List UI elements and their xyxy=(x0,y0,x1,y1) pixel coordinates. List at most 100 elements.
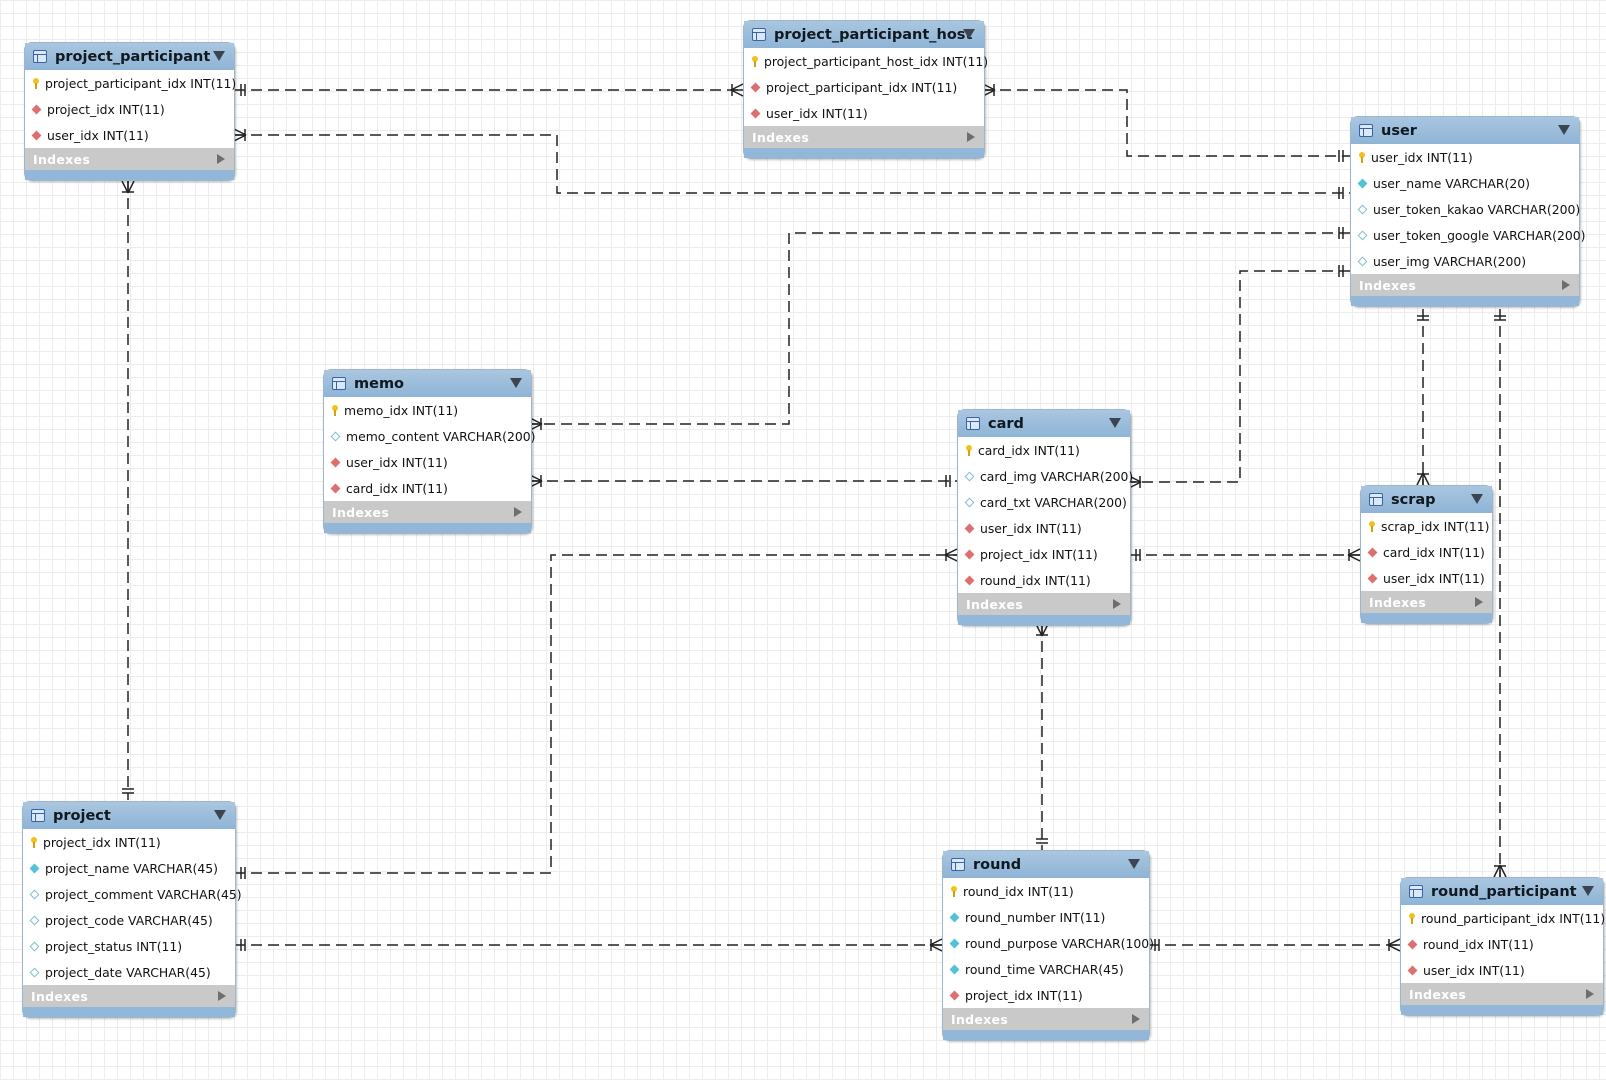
column-row[interactable]: round_time VARCHAR(45) xyxy=(943,956,1149,982)
column-row[interactable]: memo_content VARCHAR(200) xyxy=(324,423,535,449)
expand-arrow-icon[interactable] xyxy=(967,132,975,142)
column-row[interactable]: round_idx INT(11) xyxy=(1401,931,1603,957)
indexes-section[interactable]: Indexes xyxy=(744,126,984,148)
column-row[interactable]: round_number INT(11) xyxy=(943,904,1149,930)
collapse-triangle-icon[interactable] xyxy=(214,810,226,820)
collapse-triangle-icon[interactable] xyxy=(1471,494,1483,504)
column-row[interactable]: round_idx INT(11) xyxy=(958,567,1130,593)
column-row[interactable]: user_img VARCHAR(200) xyxy=(1351,248,1579,274)
column-row[interactable]: card_idx INT(11) xyxy=(958,437,1130,463)
relation-participant-user[interactable] xyxy=(234,134,1350,194)
crows-foot-marker xyxy=(1041,623,1049,637)
expand-arrow-icon[interactable] xyxy=(217,154,225,164)
column-label: scrap_idx INT(11) xyxy=(1381,518,1490,534)
column-row[interactable]: project_idx INT(11) xyxy=(25,96,234,122)
indexes-section[interactable]: Indexes xyxy=(943,1008,1149,1030)
table-header[interactable]: project_participant_host xyxy=(744,21,984,48)
collapse-triangle-icon[interactable] xyxy=(963,29,975,39)
column-row[interactable]: project_idx INT(11) xyxy=(943,982,1149,1008)
column-row[interactable]: project_participant_idx INT(11) xyxy=(744,74,984,100)
table-header[interactable]: round_participant xyxy=(1401,878,1603,905)
column-label: project_participant_idx INT(11) xyxy=(766,79,958,95)
collapse-triangle-icon[interactable] xyxy=(1128,859,1140,869)
indexes-section[interactable]: Indexes xyxy=(23,985,235,1007)
expand-arrow-icon[interactable] xyxy=(1113,599,1121,609)
column-row[interactable]: project_participant_host_idx INT(11) xyxy=(744,48,988,74)
table-header[interactable]: project_participant xyxy=(25,43,234,70)
column-row[interactable]: project_idx INT(11) xyxy=(23,829,235,855)
collapse-triangle-icon[interactable] xyxy=(213,51,225,61)
column-label: round_idx INT(11) xyxy=(1423,936,1534,952)
crows-foot-marker xyxy=(529,423,543,431)
column-row[interactable]: project_name VARCHAR(45) xyxy=(23,855,235,881)
indexes-section[interactable]: Indexes xyxy=(1351,274,1579,296)
crows-foot-marker xyxy=(1493,864,1501,878)
column-row[interactable]: user_idx INT(11) xyxy=(958,515,1130,541)
column-row[interactable]: user_token_kakao VARCHAR(200) xyxy=(1351,196,1580,222)
column-row[interactable]: round_idx INT(11) xyxy=(943,878,1149,904)
relation-host-user[interactable] xyxy=(983,89,1350,157)
column-row[interactable]: user_idx INT(11) xyxy=(744,100,984,126)
expand-arrow-icon[interactable] xyxy=(1132,1014,1140,1024)
table-header[interactable]: round xyxy=(943,851,1149,878)
expand-arrow-icon[interactable] xyxy=(218,991,226,1001)
table-scrap[interactable]: scrap scrap_idx INT(11) card_idx INT(11)us… xyxy=(1360,485,1493,624)
indexes-section[interactable]: Indexes xyxy=(958,593,1130,615)
collapse-triangle-icon[interactable] xyxy=(1109,418,1121,428)
collapse-triangle-icon[interactable] xyxy=(1582,886,1594,896)
column-row[interactable]: user_idx INT(11) xyxy=(1401,957,1603,983)
column-row[interactable]: card_img VARCHAR(200) xyxy=(958,463,1133,489)
expand-arrow-icon[interactable] xyxy=(1586,989,1594,999)
column-row[interactable]: card_idx INT(11) xyxy=(1361,539,1492,565)
column-row[interactable]: user_idx INT(11) xyxy=(25,122,234,148)
table-header[interactable]: scrap xyxy=(1361,486,1492,513)
table-header[interactable]: project xyxy=(23,802,235,829)
table-header[interactable]: user xyxy=(1351,117,1579,144)
table-header[interactable]: card xyxy=(958,410,1130,437)
relation-user-card[interactable] xyxy=(1129,270,1350,483)
relation-user-memo[interactable] xyxy=(530,232,1350,425)
column-label: user_idx INT(11) xyxy=(980,520,1082,536)
column-row[interactable]: scrap_idx INT(11) xyxy=(1361,513,1492,539)
column-row[interactable]: user_idx INT(11) xyxy=(324,449,531,475)
expand-arrow-icon[interactable] xyxy=(1562,280,1570,290)
indexes-section[interactable]: Indexes xyxy=(25,148,234,170)
column-row[interactable]: user_token_google VARCHAR(200) xyxy=(1351,222,1586,248)
expand-arrow-icon[interactable] xyxy=(514,507,522,517)
column-row[interactable]: project_date VARCHAR(45) xyxy=(23,959,235,985)
column-row[interactable]: user_idx INT(11) xyxy=(1361,565,1492,591)
collapse-triangle-icon[interactable] xyxy=(510,378,522,388)
column-row[interactable]: project_status INT(11) xyxy=(23,933,235,959)
column-row[interactable]: project_idx INT(11) xyxy=(958,541,1130,567)
column-row[interactable]: card_idx INT(11) xyxy=(324,475,531,501)
indexes-section[interactable]: Indexes xyxy=(1361,591,1492,613)
indexes-section[interactable]: Indexes xyxy=(1401,983,1603,1005)
collapse-triangle-icon[interactable] xyxy=(1558,125,1570,135)
foreign-key-diamond-icon xyxy=(1367,547,1378,557)
table-header[interactable]: memo xyxy=(324,370,531,397)
column-row[interactable]: user_name VARCHAR(20) xyxy=(1351,170,1579,196)
column-row[interactable]: memo_idx INT(11) xyxy=(324,397,531,423)
column-row[interactable]: card_txt VARCHAR(200) xyxy=(958,489,1130,515)
relation-project-card[interactable] xyxy=(234,554,957,874)
crows-foot-marker xyxy=(1128,481,1142,489)
foreign-key-diamond-icon xyxy=(1407,965,1418,975)
column-row[interactable]: round_purpose VARCHAR(100) xyxy=(943,930,1154,956)
column-row[interactable]: round_participant_idx INT(11) xyxy=(1401,905,1605,931)
column-row[interactable]: project_participant_idx INT(11) xyxy=(25,70,236,96)
indexes-section[interactable]: Indexes xyxy=(324,501,531,523)
column-row[interactable]: project_comment VARCHAR(45) xyxy=(23,881,242,907)
expand-arrow-icon[interactable] xyxy=(1475,597,1483,607)
column-label: round_idx INT(11) xyxy=(963,883,1074,899)
table-round[interactable]: round round_idx INT(11) round_number INT(1… xyxy=(942,850,1154,1041)
column-row[interactable]: project_code VARCHAR(45) xyxy=(23,907,235,933)
column-row[interactable]: user_idx INT(11) xyxy=(1351,144,1579,170)
